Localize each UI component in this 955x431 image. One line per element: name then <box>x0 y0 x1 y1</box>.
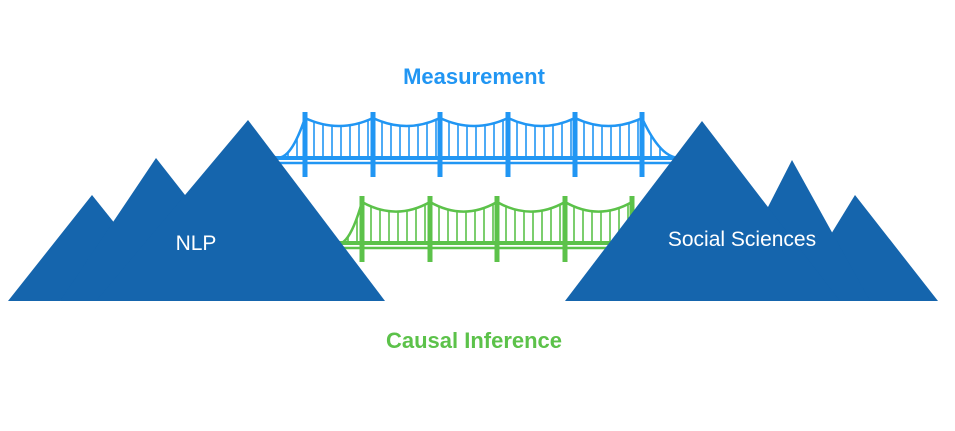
measurement-bridge <box>269 112 691 177</box>
left-mountain-main-peak <box>96 120 385 301</box>
measurement-bridge-cable <box>574 116 643 128</box>
causal-inference-label: Causal Inference <box>386 328 562 353</box>
left-mountain-small-peak <box>8 195 140 301</box>
measurement-bridge-cable <box>439 116 509 128</box>
measurement-bridge-cable <box>507 116 576 128</box>
right-mountain-range <box>565 121 938 301</box>
measurement-label: Measurement <box>403 64 546 89</box>
causal-bridge-cable <box>429 200 498 213</box>
causal-bridge-cable <box>361 200 431 213</box>
nlp-label: NLP <box>176 232 217 255</box>
causal-inference-bridge <box>329 196 637 262</box>
measurement-bridge-cable <box>304 116 374 128</box>
measurement-bridge-cable <box>269 117 307 159</box>
causal-bridge-cable <box>564 200 633 213</box>
left-mountain-range <box>8 120 385 301</box>
causal-bridge-cable <box>496 200 566 213</box>
right-mountain-main-peak <box>565 121 840 301</box>
measurement-bridge-cable <box>372 116 441 128</box>
social-sciences-label: Social Sciences <box>668 228 816 251</box>
